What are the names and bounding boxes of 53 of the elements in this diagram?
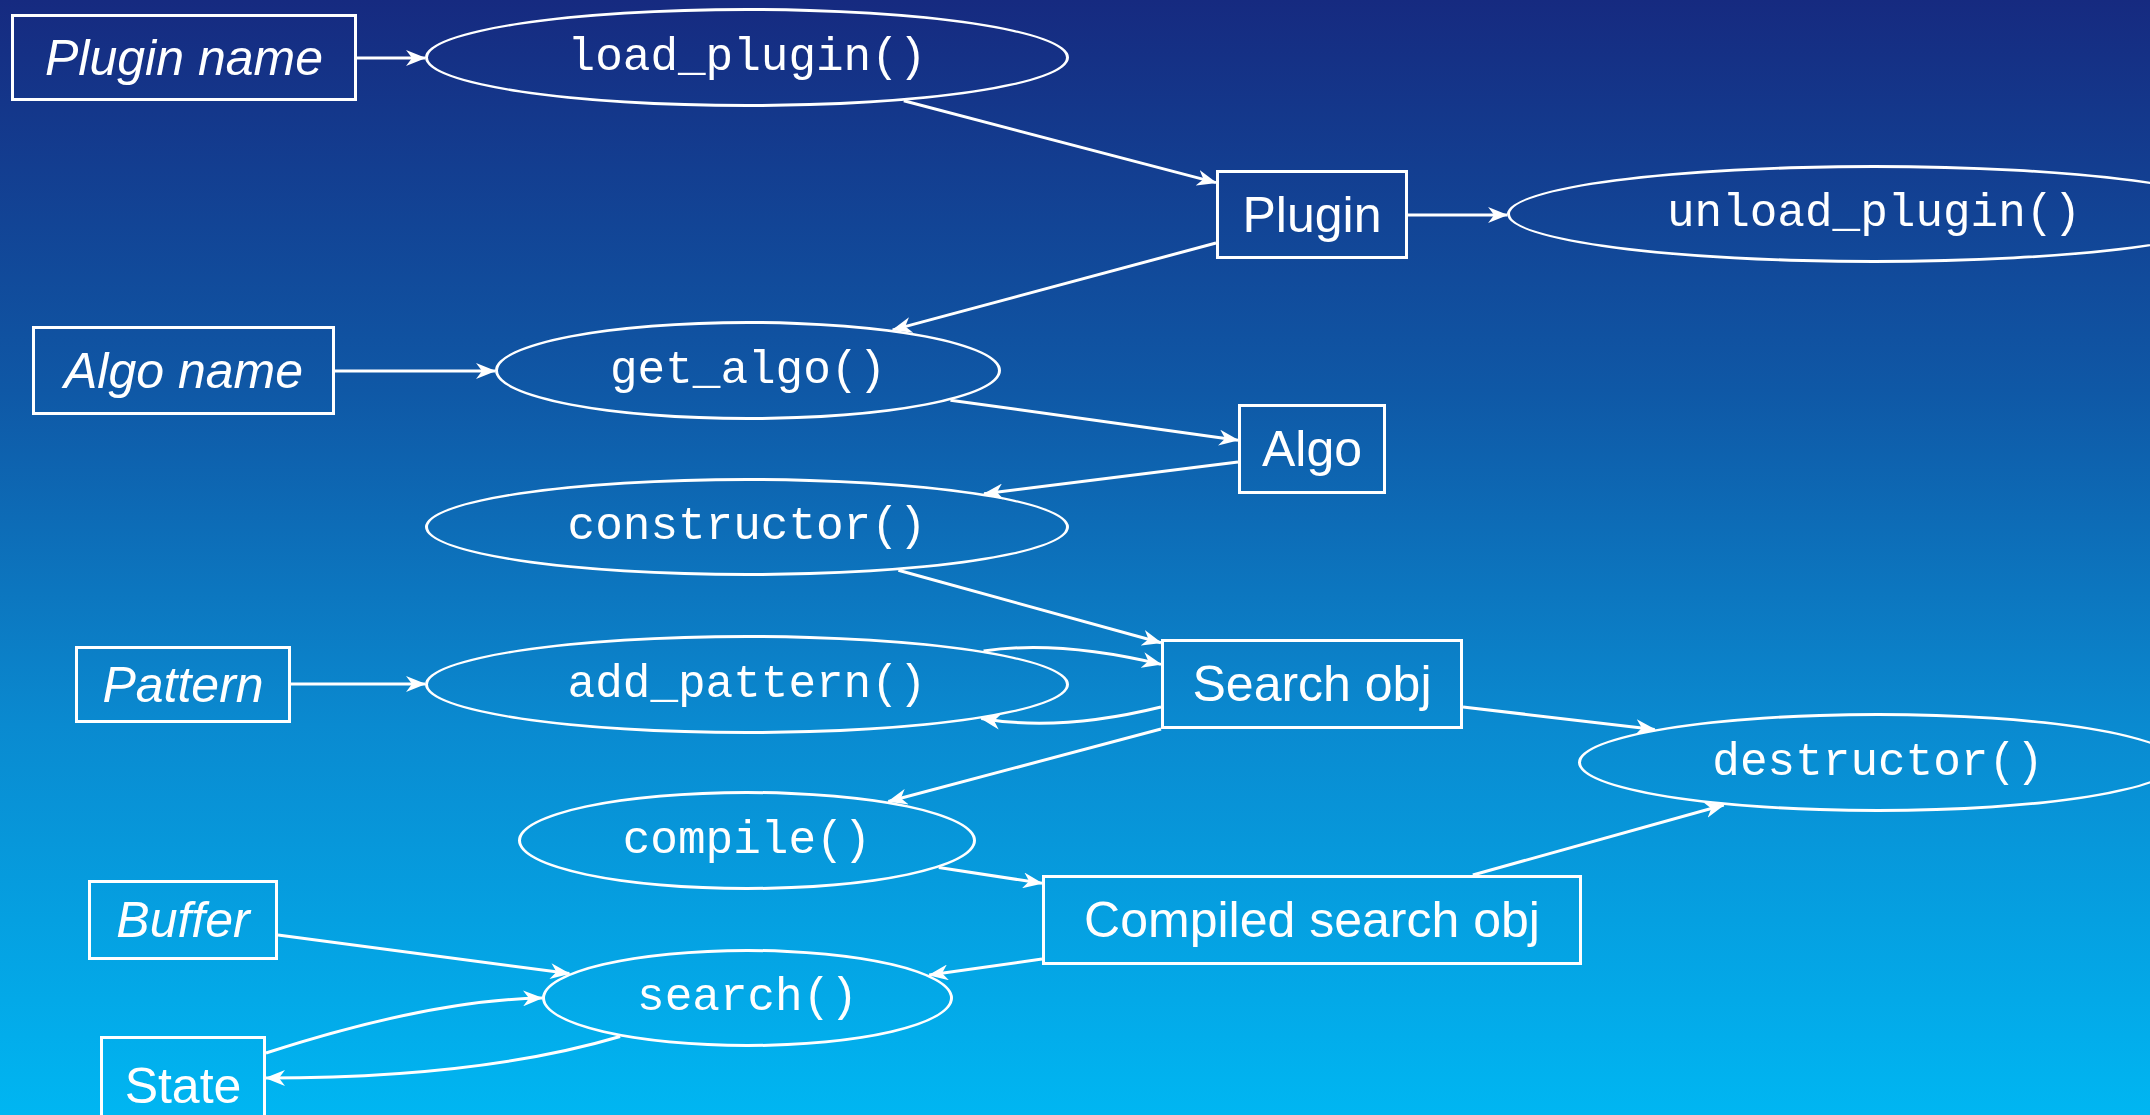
node-label: constructor(): [567, 501, 927, 553]
node-label: add_pattern(): [567, 658, 927, 711]
function-ellipse: [518, 791, 976, 890]
function-ellipse: [425, 478, 1069, 576]
function-ellipse: [425, 8, 1069, 107]
arrow: [980, 705, 1162, 730]
function-ellipse: [495, 321, 1001, 420]
function-ellipse: [1578, 713, 2150, 812]
arrow: [983, 646, 1162, 668]
arrow: [928, 957, 1043, 981]
arrow: [277, 933, 571, 980]
arrow: [891, 241, 1217, 333]
function-ellipse: [425, 635, 1069, 734]
arrow: [887, 727, 1162, 805]
node-label: Plugin: [1242, 185, 1382, 244]
node-label: destructor(): [1712, 736, 2044, 789]
arrow: [357, 50, 426, 66]
entity-box: [75, 646, 291, 723]
node-label: Compiled search obj: [1084, 891, 1540, 949]
node-label: load_plugin(): [567, 31, 927, 84]
node-label: compile(): [622, 814, 872, 867]
arrow: [938, 866, 1043, 889]
node-label: Algo name: [63, 341, 303, 400]
entity-box: [88, 880, 278, 960]
entity-box: [1161, 639, 1463, 729]
arrow: [897, 568, 1162, 646]
node-label: search(): [637, 972, 858, 1024]
node-label: Search obj: [1192, 655, 1432, 713]
arrow: [265, 990, 543, 1055]
arrow: [335, 363, 496, 379]
node-label: Plugin name: [45, 28, 323, 87]
entity-box: [1042, 875, 1582, 965]
function-ellipse: [1507, 165, 2150, 263]
arrow: [950, 398, 1239, 446]
entity-box: [1216, 170, 1408, 259]
entity-box: [1238, 404, 1386, 494]
node-label: State: [124, 1057, 242, 1115]
node-label: Algo: [1261, 420, 1363, 478]
node-label: get_algo(): [609, 344, 886, 397]
arrow: [265, 1035, 621, 1086]
function-ellipse: [542, 949, 953, 1047]
node-label: Buffer: [116, 891, 250, 949]
entity-box: [32, 326, 335, 415]
node-label: unload_plugin(): [1666, 188, 2082, 240]
entity-box: [100, 1036, 266, 1115]
arrow: [1462, 705, 1656, 736]
arrow: [291, 676, 426, 692]
arrow: [1408, 207, 1509, 223]
arrow: [903, 99, 1217, 186]
node-label: Pattern: [102, 655, 264, 714]
arrow: [983, 460, 1239, 500]
arrow: [1472, 802, 1725, 877]
entity-box: [11, 14, 357, 101]
